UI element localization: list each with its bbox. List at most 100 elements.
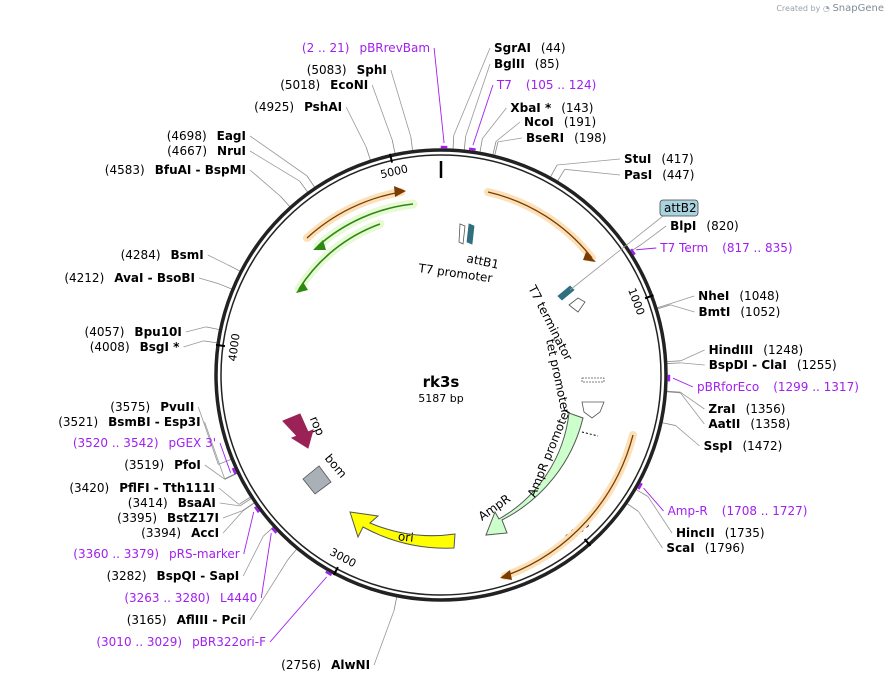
restriction-site[interactable]: (5018)EcoNI <box>280 78 368 92</box>
primer[interactable]: (3360 .. 3379)pRS-marker <box>73 547 239 561</box>
site-leader <box>647 496 673 534</box>
site-name: AlwNI <box>331 658 370 672</box>
restriction-site[interactable]: (3414)BsaAI <box>128 496 216 510</box>
primer[interactable]: T7(105 .. 124) <box>496 78 596 92</box>
site-label: SspI(1472) <box>704 439 783 453</box>
site-tick <box>635 489 649 497</box>
site-leader <box>495 121 521 142</box>
primer-leader <box>643 487 664 512</box>
restriction-site[interactable]: (4698)EagI <box>167 129 246 143</box>
restriction-site[interactable]: (3395)BstZ17I <box>117 511 219 525</box>
site-tick <box>218 458 232 465</box>
site-leader <box>345 106 367 148</box>
site-name: BspQI - SapI <box>157 569 240 583</box>
site-tick <box>391 139 396 154</box>
site-name: HindIII <box>709 343 754 357</box>
primer[interactable]: (3520 .. 3542)pGEX 3' <box>73 436 216 450</box>
primer-label: (3263 .. 3280)L4440 <box>124 591 257 605</box>
site-label: (4008)BsgI * <box>90 340 180 354</box>
primer[interactable]: pBRforEco(1299 .. 1317) <box>697 380 859 394</box>
primer-range: (817 .. 835) <box>722 241 792 255</box>
restriction-site[interactable]: BspDI - ClaI(1255) <box>709 358 837 372</box>
brand-prefix: Created by <box>776 4 821 13</box>
site-label: ZraI(1356) <box>708 402 785 416</box>
site-position: (1796) <box>705 541 745 555</box>
restriction-site[interactable]: StuI(417) <box>624 152 694 166</box>
primer-label: T7 Term(817 .. 835) <box>659 241 792 255</box>
rop-feature-arrow <box>282 413 314 449</box>
site-position: (5083) <box>307 63 347 77</box>
site-name: BlpI <box>670 219 696 233</box>
primer-name: pRS-marker <box>169 547 240 561</box>
site-label: (3394)AccI <box>141 526 219 540</box>
restriction-site[interactable]: SgrAI(44) <box>494 41 566 55</box>
restriction-site[interactable]: (3165)AflIII - PciI <box>127 613 246 627</box>
restriction-site[interactable]: BlpI(820) <box>670 219 739 233</box>
restriction-site[interactable]: NheI(1048) <box>698 289 779 303</box>
restriction-site[interactable]: (2756)AlwNI <box>281 658 370 672</box>
restriction-site[interactable]: NcoI(191) <box>524 115 596 129</box>
restriction-site[interactable]: HindIII(1248) <box>709 343 804 357</box>
primer[interactable]: Amp-R(1708 .. 1727) <box>668 504 808 518</box>
orf-arc-top-right-line <box>487 191 593 259</box>
restriction-site[interactable]: (4057)Bpu10I <box>85 325 182 339</box>
site-position: (191) <box>564 115 596 129</box>
green-arc-outer <box>313 199 418 251</box>
site-leader <box>218 487 240 505</box>
restriction-site[interactable]: (3394)AccI <box>141 526 219 540</box>
site-position: (198) <box>574 131 606 145</box>
site-leader <box>219 502 240 507</box>
site-label: StuI(417) <box>624 152 694 166</box>
site-name: SgrAI <box>494 41 531 55</box>
site-leader <box>204 421 225 479</box>
restriction-site[interactable]: BmtI(1052) <box>699 305 781 319</box>
site-name: BstZ17I <box>167 511 219 525</box>
site-tick <box>306 175 316 188</box>
restriction-site[interactable]: (4212)AvaI - BsoBI <box>64 271 195 285</box>
restriction-site[interactable]: ZraI(1356) <box>708 402 785 416</box>
restriction-site[interactable]: (3282)BspQI - SapI <box>107 569 240 583</box>
restriction-site[interactable]: (3575)PvuII <box>110 400 194 414</box>
site-label: (4057)Bpu10I <box>85 325 182 339</box>
site-position: (4925) <box>254 100 294 114</box>
site-tick <box>227 264 241 272</box>
tick-mark <box>389 153 394 163</box>
restriction-site[interactable]: (4667)NruI <box>167 144 246 158</box>
restriction-site[interactable]: (3519)PfoI <box>124 458 201 472</box>
site-leader <box>242 536 264 577</box>
restriction-site[interactable]: (4925)PshAI <box>254 100 342 114</box>
site-tick <box>557 169 566 182</box>
site-leader <box>680 392 705 425</box>
primer-leader <box>269 576 327 643</box>
site-leader <box>680 362 705 366</box>
restriction-site[interactable]: PasI(447) <box>624 168 694 182</box>
restriction-site[interactable]: BseRI(198) <box>526 131 606 145</box>
restriction-site[interactable]: (3420)PflFI - Tth111I <box>69 481 215 495</box>
primer-label: (3520 .. 3542)pGEX 3' <box>73 436 216 450</box>
restriction-site[interactable]: (4008)BsgI * <box>90 340 180 354</box>
primer[interactable]: T7 Term(817 .. 835) <box>659 241 792 255</box>
restriction-site[interactable]: SspI(1472) <box>704 439 783 453</box>
restriction-site[interactable]: ScaI(1796) <box>666 541 744 555</box>
site-label: (3521)BsmBI - Esp3I <box>58 415 200 429</box>
primer[interactable]: (2 .. 21)pBRrevBam <box>302 41 430 55</box>
site-leader <box>680 349 705 362</box>
site-leader <box>564 168 621 176</box>
primer-name: L4440 <box>220 591 257 605</box>
restriction-site[interactable]: XbaI *(143) <box>510 101 593 115</box>
backbone-outer-ring <box>214 148 668 602</box>
primer[interactable]: (3263 .. 3280)L4440 <box>124 591 257 605</box>
site-label: BglII(85) <box>494 57 559 71</box>
restriction-site[interactable]: (4284)BsmI <box>121 248 204 262</box>
restriction-site[interactable]: (4583)BfuAI - BspMI <box>105 163 246 177</box>
restriction-site[interactable]: AatII(1358) <box>708 417 790 431</box>
primer-leader <box>472 84 494 146</box>
primer-name: T7 <box>496 78 512 92</box>
restriction-site[interactable]: (3521)BsmBI - Esp3I <box>58 415 200 429</box>
site-position: (4057) <box>85 325 125 339</box>
primer[interactable]: (3010 .. 3029)pBR322ori-F <box>96 635 266 649</box>
restriction-site[interactable]: (5083)SphI <box>307 63 387 77</box>
restriction-site[interactable]: HincII(1735) <box>676 526 765 540</box>
restriction-site[interactable]: BglII(85) <box>494 57 559 71</box>
site-tick <box>666 362 681 364</box>
